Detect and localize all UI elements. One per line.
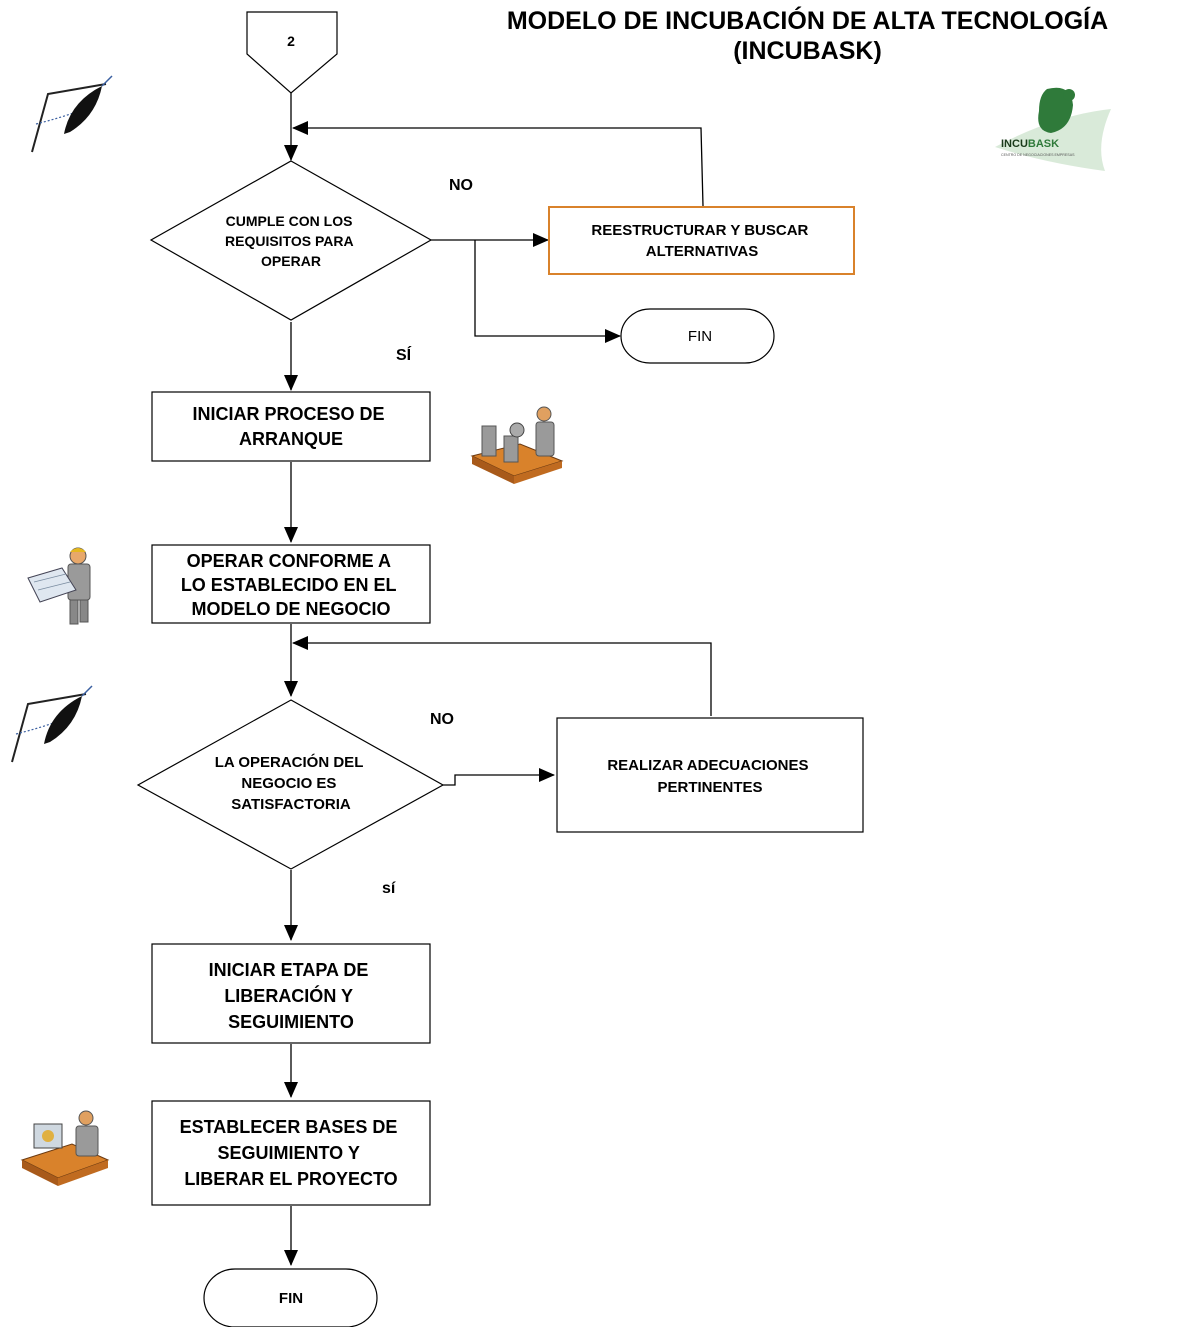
svg-text:INICIAR PROCESO DE ARRAN: INICIAR PROCESO DE ARRANQUE [192,404,389,449]
blueprint-worker-icon [27,547,91,625]
logo-text-a: INCU [1001,138,1028,150]
end-terminator-2: FIN [203,1268,378,1327]
followup-line-2: SEGUIMIENTO Y [217,1143,359,1163]
svg-text:CUMPLE CON LOS REQUISITO: CUMPLE CON LOS REQUISITOS PARA OPERAR [225,213,357,269]
svg-text:REALIZAR ADECUACIONES PE: REALIZAR ADECUACIONES PERTINENTES [607,757,812,796]
restructure-box: REESTRUCTURAR Y BUSCAR ALTERNATIVAS [548,206,855,275]
decision2-line-1: LA OPERACIÓN DEL [215,753,363,771]
decision1-line-3: OPERAR [261,253,321,269]
logo-tagline: CENTRO DE NEGOCIACIONES EMPRESAS [1001,153,1075,157]
operate-line-1: OPERAR CONFORME A [187,551,391,571]
svg-text:INCUBASK: INCUBASK [1001,138,1059,150]
pen-icon [31,75,113,153]
release-line-3: SEGUIMIENTO [228,1012,354,1032]
end-terminator-1: FIN [620,308,775,364]
restructure-line-1: REESTRUCTURAR Y BUSCAR [591,222,808,239]
decision1-line-1: CUMPLE CON LOS [226,213,353,229]
start-process-line-1: INICIAR PROCESO DE [192,404,384,424]
logo-text-b: BASK [1028,138,1059,150]
followup-line-1: ESTABLECER BASES DE [180,1117,398,1137]
release-line-1: INICIAR ETAPA DE [209,960,369,980]
start-process-line-2: ARRANQUE [239,429,343,449]
desk-worker-icon [20,1110,110,1186]
decision2-no-label: NO [430,711,454,728]
title-line-1: MODELO DE INCUBACIÓN DE ALTA TECNOLOGÍA [506,7,1109,35]
pen-icon [11,685,93,763]
start-process-box: INICIAR PROCESO DE ARRANQUE [151,391,431,462]
svg-text:ESTABLECER BASES DE SEGU: ESTABLECER BASES DE SEGUIMIENTO Y LIBERA… [180,1117,403,1189]
operate-line-3: MODELO DE NEGOCIO [191,599,390,619]
title-line-2: (INCUBASK) [733,37,882,65]
decision-operation: LA OPERACIÓN DEL NEGOCIO ES SATISFACTORI… [136,699,445,870]
decision1-yes-label: SÍ [396,345,412,364]
svg-text:INICIAR ETAPA DE LIBERAC: INICIAR ETAPA DE LIBERACIÓN Y SEGUIMIENT… [209,960,374,1032]
offpage-connector: 2 [246,11,338,94]
followup-line-3: LIBERAR EL PROYECTO [184,1169,397,1189]
followup-box: ESTABLECER BASES DE SEGUIMIENTO Y LIBERA… [151,1100,431,1206]
adjust-line-1: REALIZAR ADECUACIONES [607,757,808,774]
decision2-line-3: SATISFACTORIA [231,796,351,813]
page-title: MODELO DE INCUBACIÓN DE ALTA TECNOLOGÍA … [440,6,1175,66]
end1-label: FIN [688,328,712,345]
release-box: INICIAR ETAPA DE LIBERACIÓN Y SEGUIMIENT… [151,943,431,1044]
connector-label: 2 [287,33,295,49]
decision-requirements: CUMPLE CON LOS REQUISITOS PARA OPERAR [149,160,433,321]
adjust-box: REALIZAR ADECUACIONES PERTINENTES [556,717,864,833]
decision2-line-2: NEGOCIO ES [241,775,336,792]
release-line-2: LIBERACIÓN Y [224,985,353,1006]
svg-text:OPERAR CONFORME A LO EST: OPERAR CONFORME A LO ESTABLECIDO EN EL M… [181,551,401,619]
decision2-yes-label: sí [382,880,396,897]
adjust-line-2: PERTINENTES [657,779,762,796]
decision1-line-2: REQUISITOS PARA [225,233,354,249]
operate-box: OPERAR CONFORME A LO ESTABLECIDO EN EL M… [151,544,431,624]
operate-line-2: LO ESTABLECIDO EN EL [181,575,397,595]
end2-label: FIN [279,1290,303,1307]
incubask-logo: INCUBASK CENTRO DE NEGOCIACIONES EMPRESA… [995,87,1111,171]
machine-operator-icon [470,406,564,484]
flow-lines [284,93,712,1266]
svg-text:REESTRUCTURAR Y BUSCAR A: REESTRUCTURAR Y BUSCAR ALTERNATIVAS [591,222,812,260]
decision1-no-label: NO [449,177,473,194]
restructure-line-2: ALTERNATIVAS [646,243,759,260]
svg-text:LA OPERACIÓN DEL NEGOCIO: LA OPERACIÓN DEL NEGOCIO ES SATISFACTORI… [215,753,368,813]
